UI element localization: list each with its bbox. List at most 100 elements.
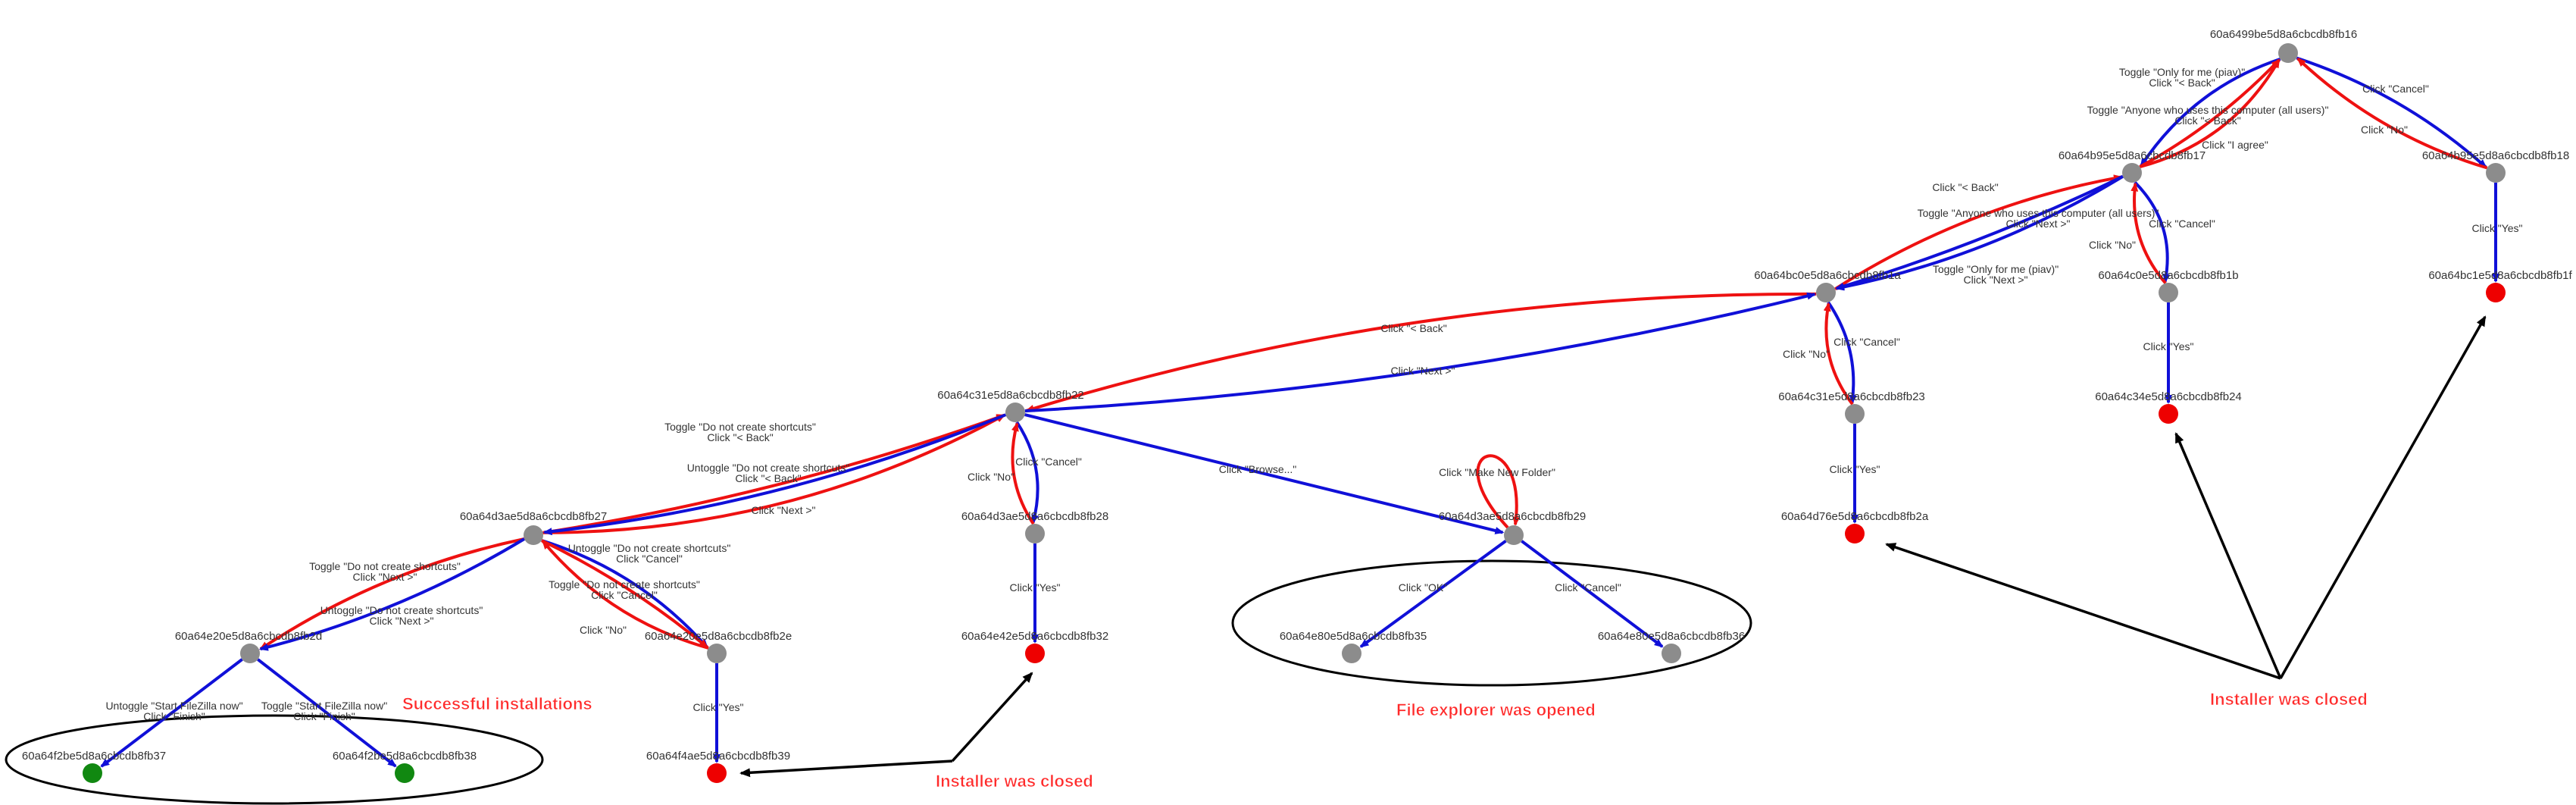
- edge-n2d-to-n37: [100, 658, 243, 768]
- node-label-n35: 60a64e80e5d8a6cbcdb8fb35: [1280, 630, 1427, 643]
- edge-n22-to-n29: [1024, 413, 1505, 534]
- edge-n17-to-n1a: [1835, 174, 2124, 290]
- edge-label-n28-to-n32: Click "Yes": [1010, 581, 1061, 594]
- edge-label-n2e-to-n27: Click "No": [580, 624, 627, 636]
- edge-n27-to-n22: [542, 413, 1006, 534]
- edge-label-n22-to-n1a: Click "Next >": [1390, 365, 1455, 377]
- node-label-n2e: 60a64e20e5d8a6cbcdb8fb2e: [645, 630, 792, 643]
- closed-left-arrow-to-32: [951, 672, 1033, 763]
- node-n29: [1504, 525, 1524, 545]
- edge-n27-to-n22: [542, 413, 1006, 534]
- edge-n1a-to-n22: [1024, 292, 1817, 412]
- node-label-n2a: 60a64d76e5d8a6cbcdb8fb2a: [1781, 510, 1929, 523]
- edge-label-n22-to-n29: Click "Browse...": [1219, 463, 1297, 475]
- node-label-n27: 60a64d3ae5d8a6cbcdb8fb27: [460, 510, 607, 523]
- annotation-installer-closed-right: Installer was closed: [2210, 690, 2368, 709]
- node-label-n28: 60a64d3ae5d8a6cbcdb8fb28: [961, 510, 1108, 523]
- node-label-n39: 60a64f4ae5d8a6cbcdb8fb39: [646, 750, 790, 763]
- edge-n1a-to-n23: [1827, 301, 1857, 405]
- edge-n16-to-n17: [2140, 58, 2281, 168]
- node-label-n17: 60a64b95e5d8a6cbcdb8fb17: [2059, 149, 2206, 162]
- edge-label-n27-to-n22: Toggle "Do not create shortcuts"Click "<…: [664, 421, 816, 443]
- edge-label-n1a-to-n23: Click "Cancel": [1834, 336, 1900, 348]
- edge-n29-to-n35: [1359, 540, 1507, 648]
- node-n17: [2122, 163, 2142, 183]
- edge-n17-to-n16: [2139, 58, 2281, 168]
- edge-label-n22-to-n28: Click "Cancel": [1015, 456, 1082, 468]
- node-label-n2d: 60a64e20e5d8a6cbcdb8fb2d: [175, 630, 322, 643]
- edge-n17-to-n1a: [1835, 175, 2124, 291]
- node-label-n1a: 60a64bc0e5d8a6cbcdb8fb1a: [1754, 269, 1901, 282]
- annotation-arrows: [739, 315, 2487, 778]
- edge-label-n27-to-n2e: Toggle "Do not create shortcuts"Click "C…: [549, 578, 700, 601]
- annotation-labels: Successful installations File explorer w…: [402, 690, 2368, 791]
- node-n2e: [707, 644, 727, 663]
- node-label-n24: 60a64c34e5d8a6cbcdb8fb24: [2095, 390, 2242, 403]
- edge-n18-to-n16: [2296, 58, 2488, 170]
- node-label-n32: 60a64e42e5d8a6cbcdb8fb32: [961, 630, 1108, 643]
- edge-label-n1b-to-n17: Click "No": [2089, 239, 2136, 251]
- edge-label-n1a-to-n22: Click "< Back": [1380, 322, 1446, 334]
- annotation-successful-installations: Successful installations: [402, 694, 592, 713]
- edge-label-n16-to-n17: Click "I agree": [2202, 139, 2268, 151]
- node-n22: [1005, 402, 1025, 422]
- edges: [100, 56, 2499, 768]
- edge-label-n17-to-n1b: Click "Cancel": [2149, 218, 2215, 230]
- edge-label-n17-to-n16: Toggle "Only for me (piav)"Click "< Back…: [2119, 66, 2245, 89]
- node-n32: [1025, 644, 1045, 663]
- node-n23: [1845, 404, 1865, 424]
- edge-n2d-to-n38: [257, 658, 397, 768]
- edge-n22-to-n27: [542, 413, 1007, 536]
- edge-n27-to-n2e: [541, 539, 708, 649]
- node-n38: [395, 763, 414, 783]
- nodes: 60a6499be5d8a6cbcdb8fb1660a64b95e5d8a6cb…: [22, 28, 2572, 783]
- node-label-n22: 60a64c31e5d8a6cbcdb8fb22: [937, 389, 1084, 402]
- annotation-installer-closed-left: Installer was closed: [936, 772, 1093, 791]
- edge-label-n22-to-n27: Click "Next >": [751, 504, 815, 516]
- node-label-n18: 60a64b95e5d8a6cbcdb8fb18: [2422, 149, 2569, 162]
- node-n2a: [1845, 524, 1865, 543]
- node-n28: [1025, 524, 1045, 543]
- node-n16: [2278, 43, 2298, 63]
- edge-n23-to-n1a: [1823, 302, 1854, 406]
- edge-label-n2d-to-n37: Untoggle "Start FileZilla now"Click "Fin…: [105, 700, 242, 722]
- closed-right-arrow-to-24: [2174, 432, 2282, 679]
- edge-label-n16-to-n18: Click "Cancel": [2362, 83, 2429, 95]
- node-n18: [2486, 163, 2506, 183]
- edge-label-n28-to-n22: Click "No": [968, 471, 1014, 483]
- node-label-n29: 60a64d3ae5d8a6cbcdb8fb29: [1439, 510, 1586, 523]
- node-label-n23: 60a64c31e5d8a6cbcdb8fb23: [1778, 390, 1925, 403]
- edge-label-n27-to-n22: Untoggle "Do not create shortcuts"Click …: [687, 462, 850, 484]
- edge-n1b-to-n17: [2131, 182, 2167, 284]
- node-label-n1f: 60a64bc1e5d8a6cbcdb8fb1f: [2428, 269, 2572, 282]
- node-label-n38: 60a64f2be5d8a6cbcdb8fb38: [333, 750, 477, 763]
- node-n39: [707, 763, 727, 783]
- edge-n27-to-n2d: [259, 537, 525, 650]
- edge-labels: Click "Cancel"Click "No"Click "Yes"Click…: [105, 66, 2522, 722]
- closed-left-arrow-to-39: [739, 760, 953, 778]
- edge-label-n23-to-n2a: Click "Yes": [1830, 463, 1880, 475]
- edge-n27-to-n2d: [258, 537, 526, 651]
- edge-label-n1a-to-n17: Click "< Back": [1932, 181, 1998, 193]
- edge-n29-to-n36: [1521, 540, 1664, 648]
- edge-n22-to-n28: [1015, 421, 1039, 525]
- edge-label-n17-to-n1a: Toggle "Anyone who uses this computer (a…: [1918, 207, 2159, 230]
- edge-label-n29-to-n35: Click "OK": [1399, 581, 1447, 594]
- node-label-n36: 60a64e80e5d8a6cbcdb8fb36: [1598, 630, 1745, 643]
- edge-n22-to-n1a: [1024, 292, 1817, 413]
- edge-label-n2e-to-n39: Click "Yes": [693, 701, 744, 713]
- edge-label-n27-to-n2e: Untoggle "Do not create shortcuts"Click …: [568, 542, 731, 565]
- edge-n27-to-n2e: [541, 539, 708, 649]
- node-n1b: [2159, 283, 2178, 302]
- closed-right-arrow-to-1f: [2279, 315, 2487, 679]
- successful-installations-ellipse: [5, 714, 544, 805]
- edge-label-n23-to-n1a: Click "No": [1783, 348, 1830, 360]
- edge-label-n29-to-n36: Click "Cancel": [1555, 581, 1621, 594]
- edge-label-n17-to-n1a: Toggle "Only for me (piav)"Click "Next >…: [1933, 263, 2059, 286]
- node-n36: [1662, 644, 1681, 663]
- edge-n28-to-n22: [1011, 421, 1035, 525]
- node-n2d: [240, 644, 260, 663]
- node-label-n1b: 60a64c0e5d8a6cbcdb8fb1b: [2098, 269, 2238, 282]
- edge-label-n1b-to-n24: Click "Yes": [2143, 340, 2194, 352]
